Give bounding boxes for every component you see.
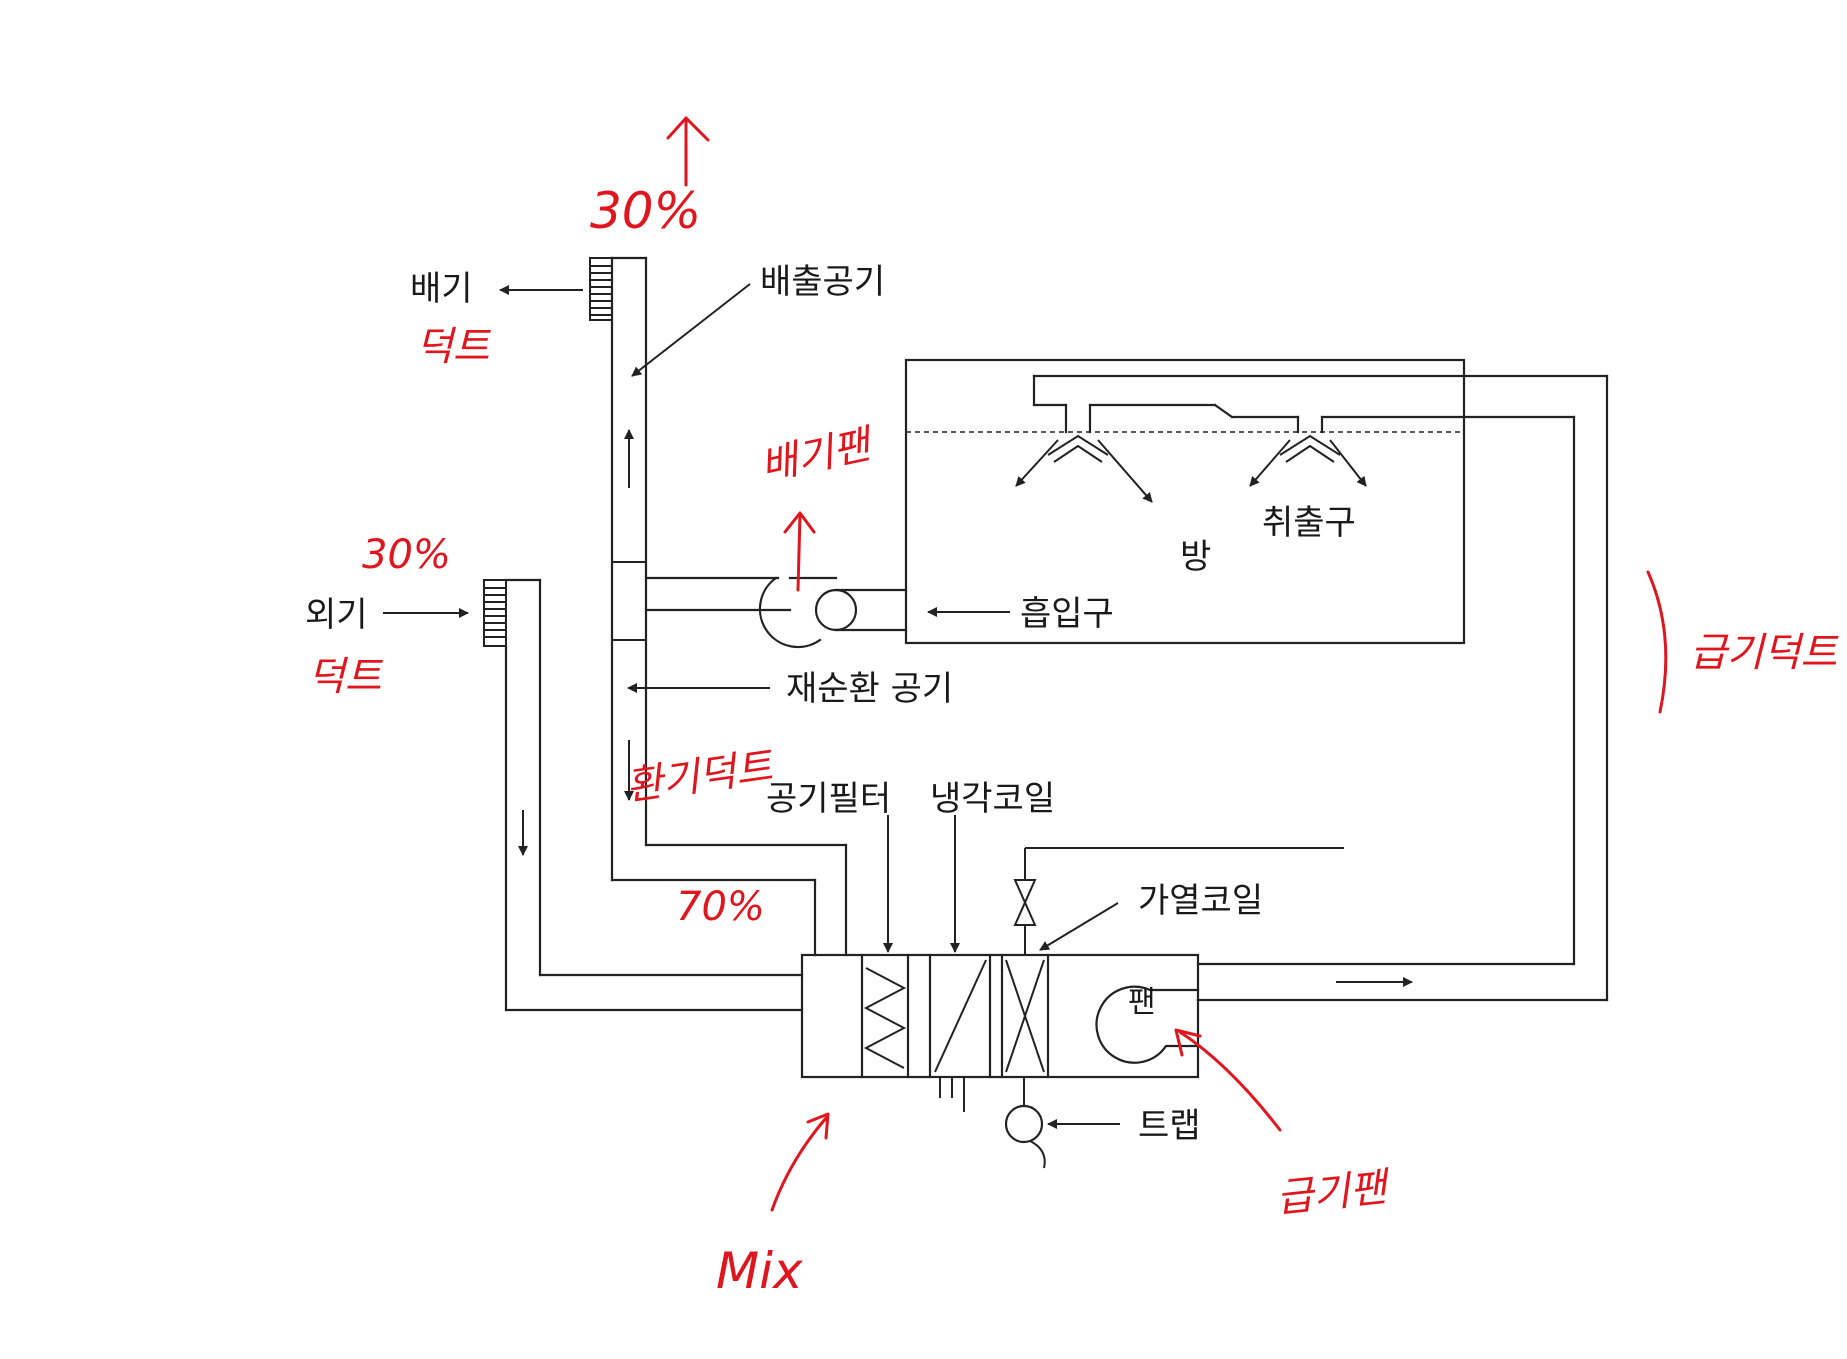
exhaust-grille: [589, 257, 613, 321]
label-exhaust-air: 배출공기: [760, 262, 885, 302]
supply-fan: [1095, 985, 1200, 1064]
heating-coil-element: [1000, 953, 1050, 1079]
label-heating-coil: 가열코일: [1138, 881, 1263, 921]
label-fan: 팬: [1128, 985, 1156, 1020]
return-exhaust-duct: [610, 256, 848, 957]
annotation-outdoor-pct: 30%: [362, 532, 451, 578]
diffuser-left: [1047, 403, 1109, 463]
trap: [1004, 1077, 1046, 1169]
annotations: 30% 덕트 30% 덕트 배기팬 환기덕트 70% 급기덕트 급기팬 Mix: [308, 116, 1839, 1300]
label-cooling-coil: 냉각코일: [930, 779, 1055, 819]
annotation-return-pct: 70%: [676, 884, 765, 930]
label-recirculated-air: 재순환 공기: [786, 669, 953, 709]
label-diffuser: 취출구: [1262, 503, 1356, 543]
label-exhaust: 배기: [410, 269, 473, 309]
label-trap: 트랩: [1138, 1106, 1201, 1146]
outdoor-air-duct: [504, 578, 804, 1012]
label-intake: 흡입구: [1020, 594, 1114, 634]
label-room: 방: [1180, 537, 1211, 577]
flow-arrows: [383, 283, 1413, 1129]
annotation-supply-fan: 급기팬: [1274, 1164, 1393, 1222]
heating-valve: [1013, 847, 1344, 955]
annotation-mix: Mix: [716, 1242, 803, 1300]
room: [904, 358, 1466, 645]
annotation-exhaust-pct: 30%: [590, 182, 701, 240]
exhaust-fan: [758, 576, 908, 649]
cooling-coil-element: [928, 953, 992, 1079]
label-air-filter: 공기필터: [766, 779, 891, 819]
annotation-outdoor-duct: 덕트: [308, 654, 384, 700]
air-handling-unit: [800, 953, 1200, 1112]
diffuser-right: [1279, 415, 1341, 463]
label-outdoor-air: 외기: [305, 595, 368, 635]
annotation-exhaust-duct: 덕트: [416, 324, 492, 370]
annotation-supply-duct: 급기덕트: [1690, 630, 1839, 676]
outdoor-air-grille: [483, 579, 507, 647]
annotation-exhaust-fan: 배기팬: [757, 421, 879, 490]
supply-duct: [1032, 374, 1609, 1002]
air-filter-element: [863, 953, 910, 1079]
